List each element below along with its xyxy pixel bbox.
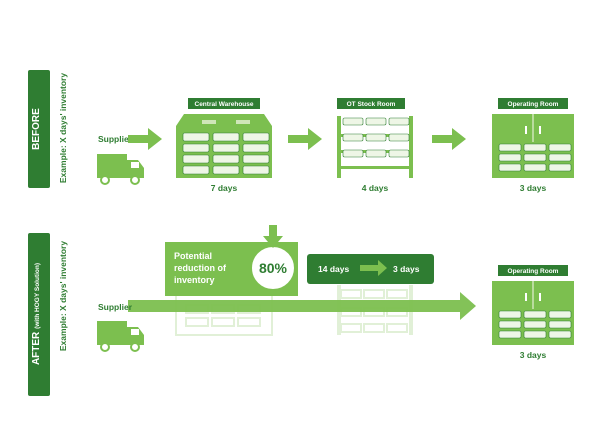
after-supplier-label: Supplier xyxy=(98,302,133,312)
before-side-title: BEFORE xyxy=(31,108,42,150)
after-operating-room-shelves xyxy=(498,310,572,339)
operating-room-box xyxy=(523,143,547,152)
reduction-percent: 80% xyxy=(259,260,288,276)
before-operating-room-days: 3 days xyxy=(520,183,547,193)
before-side-subtitle: Example: X days' inventory xyxy=(58,73,68,183)
operating-room-box xyxy=(548,330,572,339)
central-warehouse-days: 7 days xyxy=(211,183,238,193)
operating-room-box xyxy=(548,310,572,319)
stock-box xyxy=(365,117,387,126)
stock-box xyxy=(388,117,410,126)
warehouse-box xyxy=(182,143,210,153)
operating-room-box xyxy=(498,153,522,162)
days-from: 14 days xyxy=(318,264,349,274)
warehouse-box xyxy=(212,143,240,153)
stock-box xyxy=(388,133,410,142)
warehouse-box xyxy=(182,165,210,175)
after-side-title: AFTER (with HOGY Solution) xyxy=(31,263,42,365)
operating-room-box xyxy=(498,320,522,329)
stock-box xyxy=(342,133,364,142)
stock-box xyxy=(342,117,364,126)
days-reduction-box: 14 days 3 days xyxy=(307,254,434,284)
ot-stock-shelves xyxy=(342,117,410,158)
stock-box xyxy=(365,149,387,158)
warehouse-box xyxy=(212,132,240,142)
after-operating-room-label: Operating Room xyxy=(508,268,559,275)
after-side-bar: AFTER (with HOGY Solution) xyxy=(28,233,50,396)
down-arrow-icon xyxy=(263,225,283,248)
operating-room-box xyxy=(548,143,572,152)
reduction-text-line-2: reduction of xyxy=(174,263,227,273)
before-operating-room-shelves xyxy=(498,143,572,172)
warehouse-box xyxy=(242,154,270,164)
right-arrow-icon xyxy=(360,260,387,276)
operating-room-box xyxy=(523,330,547,339)
central-warehouse-label: Central Warehouse xyxy=(195,101,254,108)
days-to: 3 days xyxy=(393,264,420,274)
ot-stock-room-days: 4 days xyxy=(362,183,389,193)
warehouse-box xyxy=(182,132,210,142)
before-supplier-label: Supplier xyxy=(98,134,133,144)
reduction-callout: Potential reduction of inventory 80% xyxy=(165,225,298,296)
before-arrow-2 xyxy=(288,128,322,150)
before-arrow-1 xyxy=(128,128,162,150)
operating-room-box xyxy=(498,310,522,319)
operating-room-box xyxy=(523,153,547,162)
operating-room-box xyxy=(523,320,547,329)
after-side-title-note: (with HOGY Solution) xyxy=(34,263,41,329)
stock-box xyxy=(388,149,410,158)
operating-room-box xyxy=(548,153,572,162)
reduction-text: Potential reduction of inventory xyxy=(174,251,229,285)
warehouse-box xyxy=(242,132,270,142)
reduction-text-line-3: inventory xyxy=(174,275,215,285)
warehouse-box xyxy=(182,154,210,164)
operating-room-box xyxy=(523,163,547,172)
reduction-text-line-1: Potential xyxy=(174,251,212,261)
warehouse-box xyxy=(242,143,270,153)
operating-room-box xyxy=(548,320,572,329)
after-side-title-word: AFTER xyxy=(31,331,42,365)
after-side-subtitle: Example: X days' inventory xyxy=(58,241,68,351)
after-operating-room-days: 3 days xyxy=(520,350,547,360)
operating-room-box xyxy=(523,310,547,319)
after-truck-icon xyxy=(97,321,144,352)
before-operating-room-label: Operating Room xyxy=(508,101,559,108)
before-side-bar: BEFORE xyxy=(28,70,50,188)
after-direct-arrow xyxy=(128,292,476,320)
stock-box xyxy=(365,133,387,142)
stock-box xyxy=(342,149,364,158)
operating-room-box xyxy=(498,143,522,152)
operating-room-box xyxy=(498,163,522,172)
before-truck-icon xyxy=(97,154,144,185)
ot-stock-room-label: OT Stock Room xyxy=(347,101,396,108)
warehouse-box xyxy=(242,165,270,175)
operating-room-box xyxy=(548,163,572,172)
warehouse-box xyxy=(212,154,240,164)
warehouse-shelves xyxy=(182,132,270,175)
before-arrow-3 xyxy=(432,128,466,150)
operating-room-box xyxy=(498,330,522,339)
warehouse-box xyxy=(212,165,240,175)
